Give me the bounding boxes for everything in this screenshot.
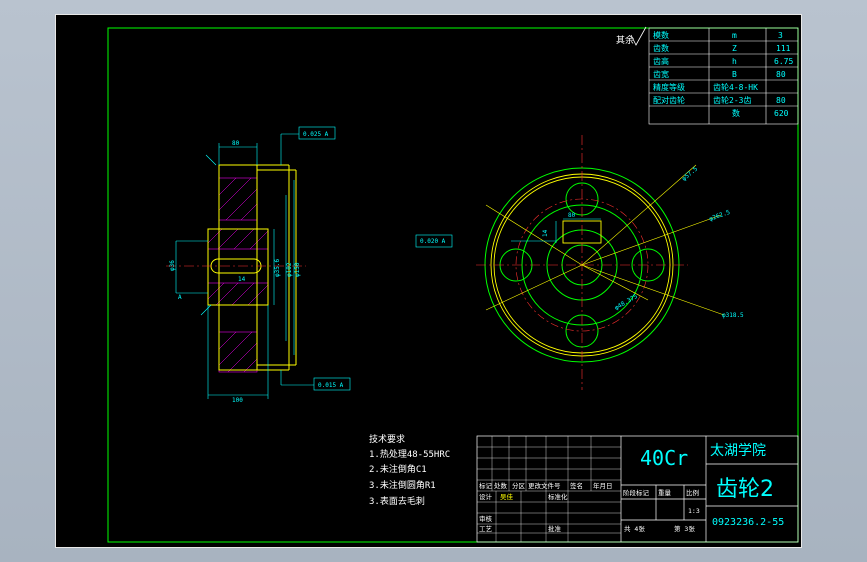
hatch-top-rim — [218, 177, 258, 221]
param-symbol: 齿轮4-8-HK — [713, 82, 758, 92]
param-name: 齿高 — [653, 56, 669, 66]
dim-r3: φ48.375 — [614, 293, 640, 312]
hatch-hub-top — [207, 228, 269, 250]
check-label: 审核 — [479, 514, 493, 523]
scale-label: 比例 — [686, 488, 699, 497]
param-name: 模数 — [653, 30, 669, 40]
drawing-frame — [107, 27, 799, 543]
tol-bottom-text: 0.015 A — [318, 382, 344, 389]
dim-top-width: 80 — [232, 140, 240, 147]
param-symbol: 齿轮2-3齿 — [713, 95, 751, 105]
weight-label: 重量 — [658, 489, 672, 497]
design-label: 设计 — [479, 492, 493, 501]
tol-frame-left — [415, 234, 453, 248]
param-value: 80 — [776, 70, 786, 79]
tol-left-text: 0.020 A — [420, 238, 446, 245]
tol-frame-bottom — [313, 377, 351, 391]
rev-header: 年月日 — [593, 481, 613, 490]
param-table: 模数 m 3 齿数 Z 111 齿高 h 6.75 齿宽 B 80 精度等级 齿… — [648, 27, 799, 125]
dim-d1: φ102 — [286, 262, 293, 277]
scale-value: 1:3 — [688, 507, 700, 515]
roughness-symbol — [630, 26, 647, 46]
drawing-canvas: 80 100 0.025 A 0.015 A φ35.6 φ102 φ150 φ… — [107, 26, 799, 543]
part-name: 齿轮2 — [716, 477, 774, 502]
tech-item: 3.表面去毛刺 — [369, 495, 425, 507]
param-name: 齿数 — [653, 43, 669, 53]
material: 40Cr — [640, 446, 688, 470]
dim-r1: φ57.5 — [681, 165, 700, 182]
param-name: 精度等级 — [653, 82, 685, 92]
tech-item: 2.未注倒角C1 — [369, 463, 427, 475]
dim-slot-width: 80 — [568, 212, 576, 219]
param-name: 齿宽 — [653, 69, 669, 79]
rim-outline — [218, 164, 258, 371]
dim-small-b: A — [178, 294, 182, 301]
dim-bottom-width: 100 — [232, 397, 243, 404]
rev-header: 签名 — [570, 481, 583, 490]
dim-r2: φ262.5 — [708, 209, 731, 223]
approve-label: 批准 — [548, 524, 562, 533]
side-view: 80 100 0.025 A 0.015 A φ35.6 φ102 φ150 φ… — [166, 126, 351, 404]
drawing-number: 0923236.2-55 — [712, 517, 784, 528]
cad-viewport[interactable]: 80 100 0.025 A 0.015 A φ35.6 φ102 φ150 φ… — [55, 14, 802, 548]
sheet-number: 第 3张 — [674, 524, 695, 533]
sheet-count: 共 4张 — [624, 524, 645, 533]
hub-outline — [207, 228, 269, 306]
stage-label: 阶段标记 — [623, 488, 650, 497]
dim-bore: φ35.6 — [274, 259, 281, 277]
param-symbol: h — [732, 57, 737, 66]
designer-name: 吴佳 — [500, 492, 514, 501]
param-value: 80 — [776, 96, 786, 105]
param-symbol: B — [732, 70, 737, 79]
dim-d2: φ150 — [294, 262, 301, 277]
dim-r4: φ318.5 — [722, 312, 744, 319]
tol-top-text: 0.025 A — [303, 131, 329, 138]
rev-header: 更改文件号 — [528, 481, 561, 490]
param-value: 111 — [776, 44, 791, 53]
tech-title: 技术要求 — [369, 433, 405, 445]
title-block: 标记 处数 分区 更改文件号 签名 年月日 设计 吴佳 标准化 审核 工艺 批准… — [476, 435, 799, 543]
dim-small-a: φ36 — [169, 260, 176, 271]
side-label: 其余 — [616, 34, 634, 46]
rev-header: 分区 — [512, 481, 526, 490]
param-value: 6.75 — [774, 57, 793, 66]
param-symbol: 数 — [732, 108, 740, 118]
tol-frame-top — [298, 126, 336, 140]
param-symbol: m — [732, 31, 737, 40]
param-value: 620 — [774, 109, 789, 118]
school-name: 太湖学院 — [710, 443, 766, 459]
param-name: 配对齿轮 — [653, 95, 685, 105]
tech-item: 1.热处理48-55HRC — [369, 448, 450, 460]
process-label: 工艺 — [479, 525, 493, 533]
param-symbol: Z — [732, 44, 737, 53]
rev-header: 处数 — [494, 481, 508, 490]
hatch-bottom-rim — [218, 331, 258, 373]
dim-keyway: 14 — [238, 276, 246, 283]
standardize-label: 标准化 — [548, 492, 568, 501]
front-view: 80 14 φ57.5 φ262.5 φ48.375 φ318.5 0.020 … — [415, 135, 744, 390]
rev-header: 标记 — [479, 481, 493, 490]
param-value: 3 — [778, 31, 783, 40]
tech-item: 3.未注倒圆角R1 — [369, 479, 436, 491]
dim-slot-side: 14 — [542, 229, 549, 237]
tech-requirements: 技术要求 1.热处理48-55HRC 2.未注倒角C1 3.未注倒圆角R1 3.… — [369, 433, 450, 507]
